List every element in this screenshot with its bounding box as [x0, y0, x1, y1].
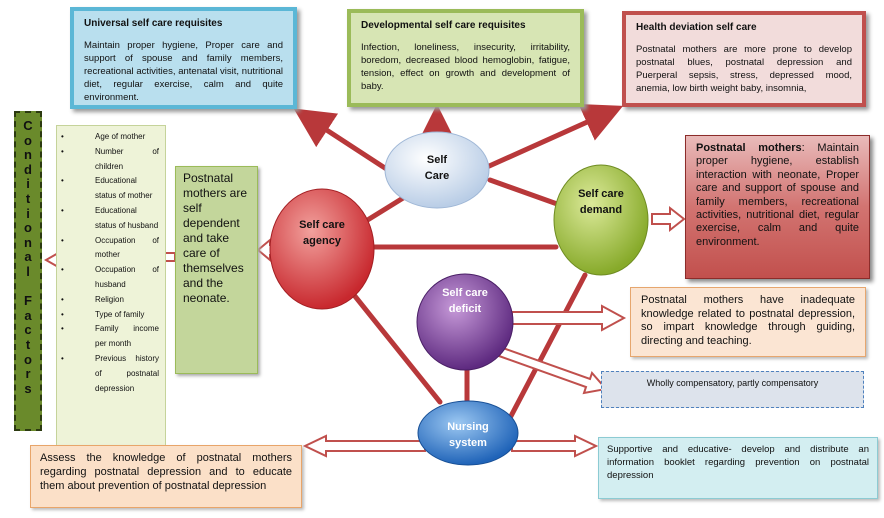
factor-item-label: Type of family: [95, 309, 145, 319]
factor-item: Religion: [61, 293, 159, 308]
conditional-letter: C: [23, 118, 33, 133]
universal-requisites-box: Universal self care requisites Maintain …: [70, 7, 297, 109]
conditional-letter: d: [24, 161, 32, 177]
connector-agency-nursing: [347, 287, 443, 405]
conditional-letter: n: [24, 147, 32, 163]
developmental-requisites-title: Developmental self care requisites: [361, 20, 526, 31]
health-deviation-title: Health deviation self care: [636, 22, 757, 33]
node-self-care-deficit: Self care deficit: [416, 273, 514, 371]
node-deficit-line1: Self care: [442, 287, 488, 299]
conditional-letter: a: [24, 307, 32, 323]
developmental-requisites-box: Developmental self care requisites Infec…: [347, 9, 584, 107]
factor-item-label: Previous history of postnatal depression: [95, 353, 159, 393]
node-self-care-demand: Self care demand: [553, 164, 649, 276]
node-deficit-line2: deficit: [449, 303, 482, 315]
compensatory-box: Wholly compensatory, partly compensatory: [601, 371, 864, 408]
factor-item-label: Educational status of mother: [95, 176, 153, 201]
node-agency-line1: Self care: [299, 219, 345, 231]
connector-demand-nursing: [507, 272, 588, 421]
factor-item: Educational status of mother: [61, 174, 159, 204]
node-demand-line1: Self care: [578, 188, 624, 200]
node-self-care-line2: Care: [425, 170, 449, 182]
factors-list-box: Age of motherNumber of childrenEducation…: [56, 125, 166, 455]
node-self-care-line1: Self: [427, 154, 448, 166]
conditional-letter: i: [26, 176, 30, 192]
factor-item-label: Occupation of husband: [95, 265, 159, 289]
supportive-educative-text: Supportive and educative- develop and di…: [607, 444, 869, 481]
factor-item: Type of family: [61, 308, 159, 323]
factor-item: Educational status of husband: [61, 204, 159, 234]
node-nursing-line1: Nursing: [447, 421, 489, 433]
conditional-letter: n: [24, 234, 32, 250]
mothers-demand-body: : Maintain proper hygiene, establish int…: [696, 142, 859, 248]
factors-list: Age of motherNumber of childrenEducation…: [57, 126, 165, 396]
node-agency-line2: agency: [303, 235, 342, 247]
mothers-demand-bold: Postnatal mothers: [696, 142, 802, 154]
arrow-deficit-to-desc: [511, 304, 627, 332]
factor-item: Previous history of postnatal depression: [61, 352, 159, 396]
conditional-letter: s: [24, 380, 32, 396]
node-self-care-agency: Self care agency: [269, 188, 375, 310]
conditional-letter: F: [24, 293, 32, 309]
agency-description-text: Postnatal mothers are self dependent and…: [183, 171, 248, 305]
connector-to-health: [484, 104, 624, 170]
factor-item: Age of mother: [61, 130, 159, 145]
factor-item-label: Number of children: [95, 146, 159, 171]
conditional-letter: l: [26, 263, 30, 279]
health-deviation-text: Postnatal mothers are more prone to deve…: [636, 44, 852, 94]
factor-item-label: Family income per month: [95, 324, 159, 349]
factor-item-label: Educational status of husband: [95, 205, 159, 230]
deficit-description-box: Postnatal mothers have inadequate knowle…: [630, 287, 866, 357]
conditional-letter: c: [24, 322, 32, 338]
arrow-nursing-to-assess: [302, 434, 426, 458]
factor-item: Family income per month: [61, 322, 159, 352]
assess-knowledge-text: Assess the knowledge of postnatal mother…: [40, 452, 292, 492]
node-demand-line2: demand: [580, 204, 622, 216]
universal-requisites-title: Universal self care requisites: [84, 18, 223, 29]
conditional-letter: o: [24, 220, 32, 236]
arrow-demand-to-mothers: [651, 205, 686, 233]
node-self-care: Self Care: [384, 131, 490, 209]
conditional-letter: t: [25, 336, 31, 352]
conditional-letter: t: [25, 190, 31, 206]
factor-item-label: Age of mother: [95, 132, 146, 141]
universal-requisites-text: Maintain proper hygiene, Proper care and…: [84, 40, 283, 103]
connector-selfcare-demand: [487, 177, 563, 208]
node-nursing-line2: system: [449, 437, 487, 449]
connector-to-universal: [293, 108, 391, 173]
arrow-deficit-to-compensatory: [497, 346, 608, 395]
conditional-letter: [16, 280, 40, 295]
agency-description-box: Postnatal mothers are self dependent and…: [175, 166, 258, 374]
mothers-demand-box: Postnatal mothers: Maintain proper hygie…: [685, 135, 870, 279]
deficit-description-text: Postnatal mothers have inadequate knowle…: [641, 294, 855, 347]
arrow-nursing-to-supportive: [511, 434, 599, 458]
factor-item: Occupation of husband: [61, 263, 159, 293]
conditional-letter: r: [25, 366, 31, 382]
conditional-letter: a: [24, 249, 32, 265]
factor-item: Occupation of mother: [61, 234, 159, 264]
developmental-requisites-text: Infection, loneliness, insecurity, irrit…: [361, 42, 570, 92]
compensatory-text: Wholly compensatory, partly compensatory: [646, 378, 819, 388]
factor-item-label: Religion: [95, 294, 124, 304]
conditional-letter: o: [24, 351, 32, 367]
factor-item-label: Occupation of mother: [95, 235, 159, 260]
factor-item: Number of children: [61, 145, 159, 175]
conditional-letter: o: [24, 132, 32, 148]
health-deviation-box: Health deviation self care Postnatal mot…: [622, 11, 866, 107]
mothers-demand-text: Postnatal mothers: Maintain proper hygie…: [696, 142, 859, 249]
assess-knowledge-box: Assess the knowledge of postnatal mother…: [30, 445, 302, 508]
conditional-letter: i: [26, 205, 30, 221]
supportive-educative-box: Supportive and educative- develop and di…: [598, 437, 878, 499]
node-nursing-system: Nursing system: [417, 400, 519, 466]
